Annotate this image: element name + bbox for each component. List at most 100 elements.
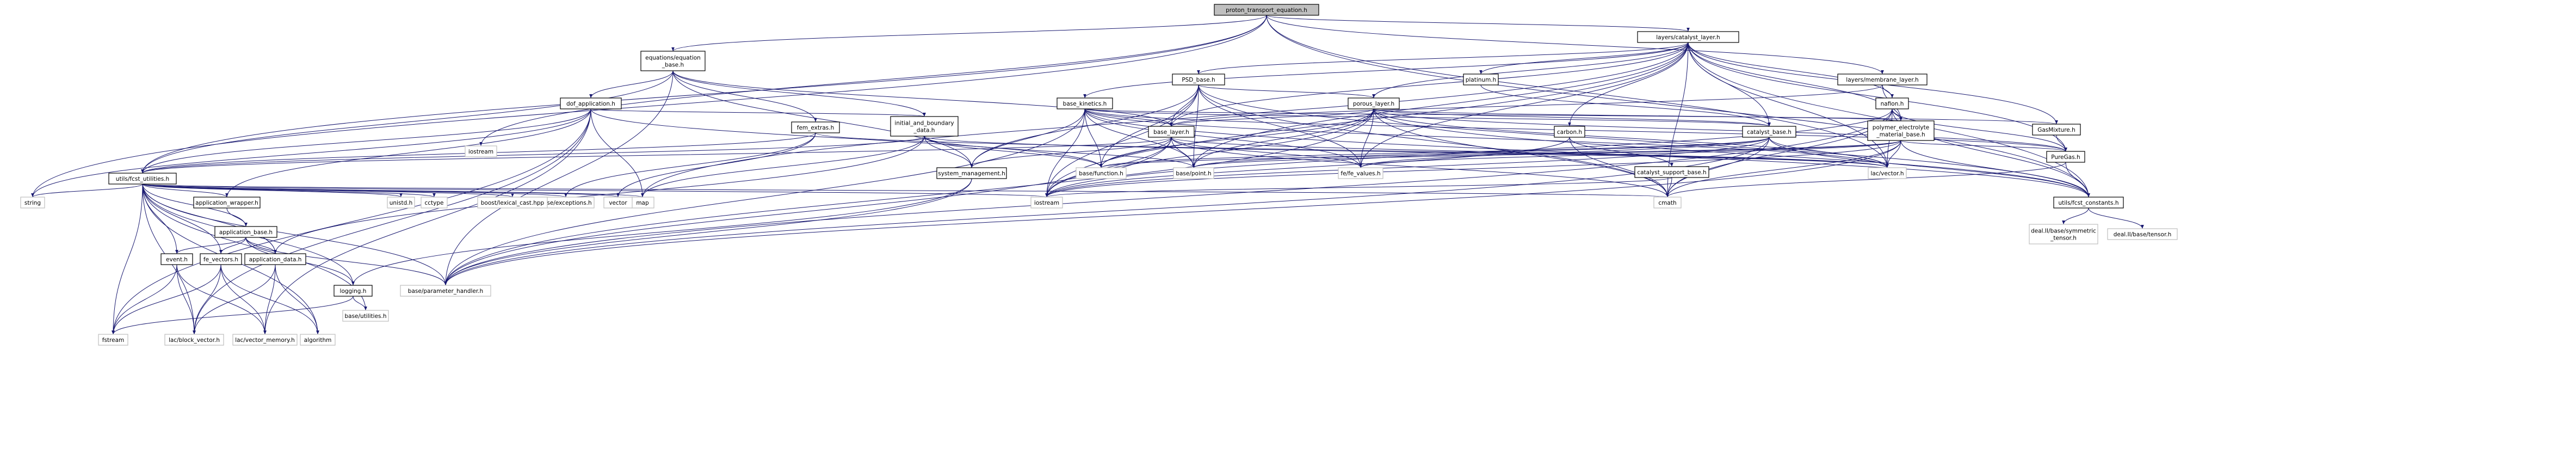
- node-polymer[interactable]: polymer_electrolyte_material_base.h: [1867, 120, 1935, 141]
- node-box: [98, 334, 128, 346]
- node-label: base/point.h: [1176, 170, 1211, 177]
- edge-porous-to-catbase: [1373, 108, 1771, 127]
- node-label: deal.II/base/symmetric: [2031, 228, 2096, 235]
- edge-nafion-to-puregas: [1892, 108, 2067, 152]
- node-baseexc: base/exceptions.h: [537, 197, 595, 209]
- node-catalyst[interactable]: layers/catalyst_layer.h: [1637, 31, 1739, 43]
- node-label: utils/fcst_constants.h: [2058, 200, 2118, 206]
- edge-dof-to-map: [590, 108, 644, 198]
- node-paramhandler: base/parameter_handler.h: [400, 285, 491, 297]
- edge-fevectors-to-blockvec: [193, 264, 221, 335]
- node-box: [1837, 74, 1928, 85]
- edge-basekin-to-fcstconst: [1084, 108, 2090, 198]
- node-box: [1742, 126, 1796, 138]
- node-iostream: iostream: [1030, 197, 1063, 209]
- node-carbon[interactable]: carbon.h: [1554, 126, 1585, 138]
- edge-fem-to-lacvector: [815, 132, 1889, 168]
- edge-baselayer-to-basepoint: [1171, 137, 1195, 168]
- edge-eqbase-to-baselayer: [672, 70, 1173, 127]
- node-box: [1637, 31, 1739, 43]
- node-string: string: [20, 197, 45, 209]
- edge-initial-to-fcst: [141, 136, 925, 174]
- edge-eqbase-to-fcst: [141, 70, 674, 174]
- node-label: unistd.h: [390, 200, 412, 206]
- node-label: cctype: [424, 200, 443, 206]
- node-label: application_wrapper.h: [195, 200, 258, 206]
- edge-polymer-to-iostream: [1045, 140, 1901, 198]
- node-box: [244, 253, 306, 265]
- node-baselayer[interactable]: base_layer.h: [1148, 126, 1195, 138]
- node-fstream: fstream: [98, 334, 128, 346]
- node-label: lac/block_vector.h: [169, 337, 220, 344]
- node-appwrap[interactable]: application_wrapper.h: [193, 197, 261, 209]
- node-gasmix[interactable]: GasMixture.h: [2032, 124, 2081, 136]
- node-box: [108, 173, 177, 185]
- edge-baselayer-to-basefunc: [1099, 137, 1172, 168]
- node-label: utils/fcst_utilities.h: [116, 176, 169, 182]
- node-root[interactable]: proton_transport_equation.h: [1214, 4, 1319, 16]
- node-fcst[interactable]: utils/fcst_utilities.h: [108, 173, 177, 185]
- node-sysmgmt[interactable]: system_management.h: [936, 167, 1007, 179]
- node-appdata[interactable]: application_data.h: [244, 253, 306, 265]
- node-puregas[interactable]: PureGas.h: [2046, 151, 2085, 163]
- node-label: base/function.h: [1079, 170, 1123, 177]
- node-label: boost/lexical_cast.hpp: [481, 200, 545, 206]
- edge-fcst-to-cctype: [142, 183, 436, 198]
- node-eqbase[interactable]: equations/equation_base.h: [640, 51, 706, 71]
- edge-fcst-to-fevectors: [142, 183, 223, 254]
- edge-fcstconst-to-tensor: [2088, 207, 2144, 229]
- edge-appbase-to-event: [175, 237, 246, 254]
- edge-fevectors-to-fstream: [112, 264, 221, 335]
- node-box: [300, 334, 336, 346]
- edge-initial-to-basepoint: [924, 136, 1195, 168]
- node-box: [232, 334, 298, 346]
- node-pso[interactable]: PSD_base.h: [1172, 74, 1225, 85]
- node-basekin[interactable]: base_kinetics.h: [1057, 97, 1113, 109]
- edge-fcstconst-to-symtensor: [2062, 207, 2089, 225]
- node-box: [2053, 197, 2124, 209]
- edge-fcst-to-paramhandler: [142, 183, 447, 286]
- node-label: iostream: [1034, 200, 1059, 206]
- node-label: carbon.h: [1557, 129, 1582, 136]
- node-event[interactable]: event.h: [160, 253, 193, 265]
- node-membrane[interactable]: layers/membrane_layer.h: [1837, 74, 1928, 85]
- node-platinum[interactable]: platinum.h: [1463, 74, 1499, 85]
- edge-root-to-fcstconst: [1266, 15, 2090, 198]
- node-box: [603, 197, 633, 209]
- node-catsupport[interactable]: catalyst_support_base.h: [1634, 166, 1709, 178]
- node-porous[interactable]: porous_layer.h: [1348, 97, 1400, 109]
- edge-polymer-to-puregas: [1900, 140, 2067, 152]
- edge-initial-to-sysmgmt: [924, 136, 973, 168]
- node-algorithm: algorithm: [300, 334, 336, 346]
- node-label: logging.h: [340, 288, 367, 295]
- node-dof[interactable]: dof_application.h: [560, 97, 622, 109]
- node-blockvec: lac/block_vector.h: [164, 334, 224, 346]
- node-box: [2046, 151, 2085, 163]
- node-box: [640, 51, 706, 71]
- edge-root-to-membrane: [1266, 15, 1884, 75]
- edge-catalyst-to-lacvector: [1688, 42, 1889, 168]
- node-label: fem_extras.h: [797, 125, 834, 131]
- node-label: catalyst_support_base.h: [1637, 169, 1706, 176]
- node-label: layers/catalyst_layer.h: [1656, 34, 1720, 41]
- edge-eqbase-to-paramhandler: [444, 70, 674, 286]
- node-fem[interactable]: fem_extras.h: [791, 121, 840, 133]
- node-initial[interactable]: initial_and_boundary_data.h: [890, 116, 959, 137]
- edge-root-to-string: [31, 15, 1267, 198]
- edge-basekin-to-sysmgmt: [970, 108, 1085, 168]
- edge-eqbase-to-sysmgmt: [672, 70, 973, 168]
- node-catbase[interactable]: catalyst_base.h: [1742, 126, 1796, 138]
- edge-polymer-to-basefunc: [1099, 140, 1901, 168]
- node-appbase[interactable]: application_base.h: [214, 226, 277, 238]
- node-fevectors[interactable]: fe_vectors.h: [200, 253, 242, 265]
- edge-appdata-to-algorithm: [275, 264, 319, 335]
- node-fcstconst[interactable]: utils/fcst_constants.h: [2053, 197, 2124, 209]
- edge-catalyst-to-baselayer: [1170, 42, 1689, 127]
- node-boost: boost/lexical_cast.hpp: [477, 197, 548, 209]
- node-label: lac/vector_memory.h: [235, 337, 295, 344]
- node-logging[interactable]: logging.h: [333, 285, 373, 297]
- node-nafion[interactable]: nafion.h: [1875, 97, 1909, 109]
- node-box: [1348, 97, 1400, 109]
- edge-appbase-to-appdata: [245, 237, 277, 254]
- edge-nafion-to-paramhandler: [444, 108, 1893, 286]
